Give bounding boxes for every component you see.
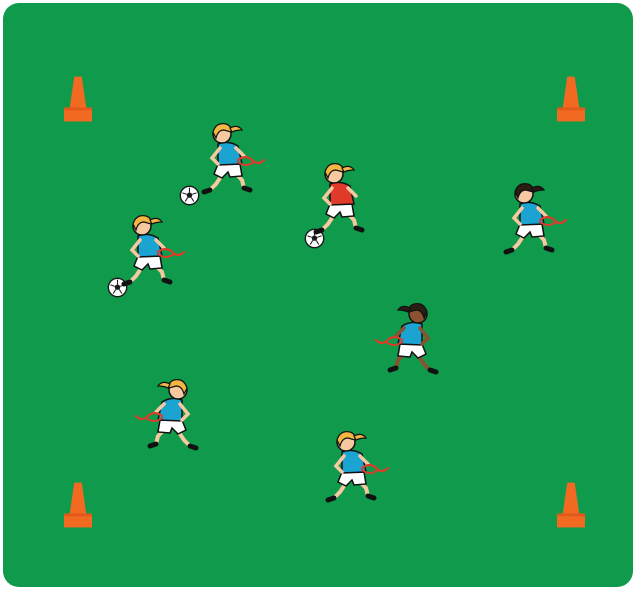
player-shoe: [164, 280, 170, 282]
player-shoe: [390, 368, 396, 370]
player-shoe: [328, 498, 334, 500]
player-shoe: [190, 446, 196, 448]
player-jersey: [330, 182, 354, 205]
player-shoe: [124, 282, 130, 284]
player-shoe: [204, 190, 210, 192]
player-shoe: [430, 370, 436, 372]
grass-field: [3, 3, 633, 587]
soccer-ball-icon: [108, 278, 126, 296]
player-shoe: [316, 230, 322, 232]
player-shoe: [356, 228, 362, 230]
player-shoe: [368, 496, 374, 498]
player-shoe: [546, 248, 552, 250]
player-shoe: [506, 250, 512, 252]
player-shoe: [244, 188, 250, 190]
soccer-ball-icon: [180, 186, 198, 204]
player-shoe: [150, 444, 156, 446]
